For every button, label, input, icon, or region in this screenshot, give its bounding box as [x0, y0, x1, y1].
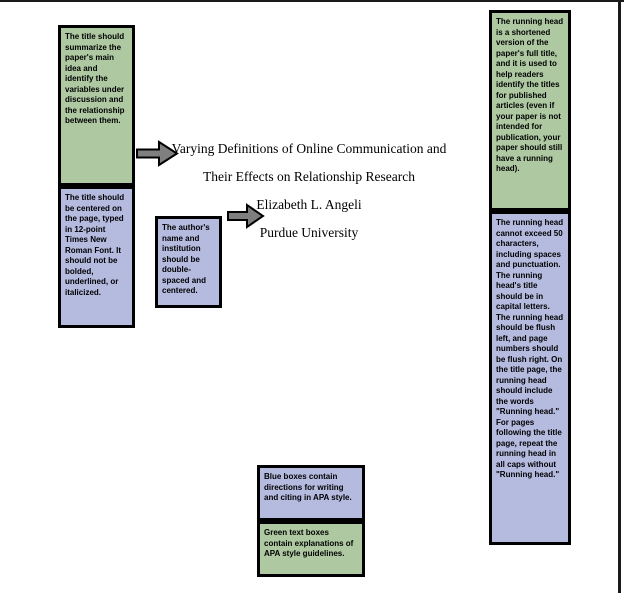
- paper-title-line-1: Varying Definitions of Online Communicat…: [171, 141, 447, 156]
- legend-text: Green text boxes contain explanations of…: [264, 528, 354, 558]
- legend-box-green: Green text boxes contain explanations of…: [257, 521, 365, 577]
- annotation-text: The title should be centered on the page…: [65, 193, 125, 297]
- paper-institution: Purdue University: [259, 225, 359, 240]
- page-right-border: [618, 0, 621, 593]
- annotation-box-running-head-rules: The running head cannot exceed 50 charac…: [489, 211, 571, 545]
- page-top-border: [0, 0, 624, 2]
- annotation-text: The title should summarize the paper's m…: [65, 32, 125, 125]
- legend-box-blue: Blue boxes contain directions for writin…: [257, 465, 365, 521]
- annotation-box-author-format: The author's name and institution should…: [155, 216, 222, 308]
- right-arrow-icon: [136, 140, 179, 167]
- annotation-box-title-summary: The title should summarize the paper's m…: [58, 25, 135, 186]
- paper-author: Elizabeth L. Angeli: [256, 197, 362, 212]
- legend-text: Blue boxes contain directions for writin…: [264, 472, 352, 502]
- annotation-text: The author's name and institution should…: [162, 223, 210, 295]
- annotation-text: The running head is a shortened version …: [496, 17, 564, 173]
- paper-title-line-2: Their Effects on Relationship Research: [203, 169, 415, 184]
- annotation-box-running-head-info: The running head is a shortened version …: [489, 10, 571, 211]
- annotation-text: The running head cannot exceed 50 charac…: [496, 218, 564, 479]
- annotation-box-title-format: The title should be centered on the page…: [58, 186, 135, 328]
- right-arrow-icon: [227, 203, 265, 229]
